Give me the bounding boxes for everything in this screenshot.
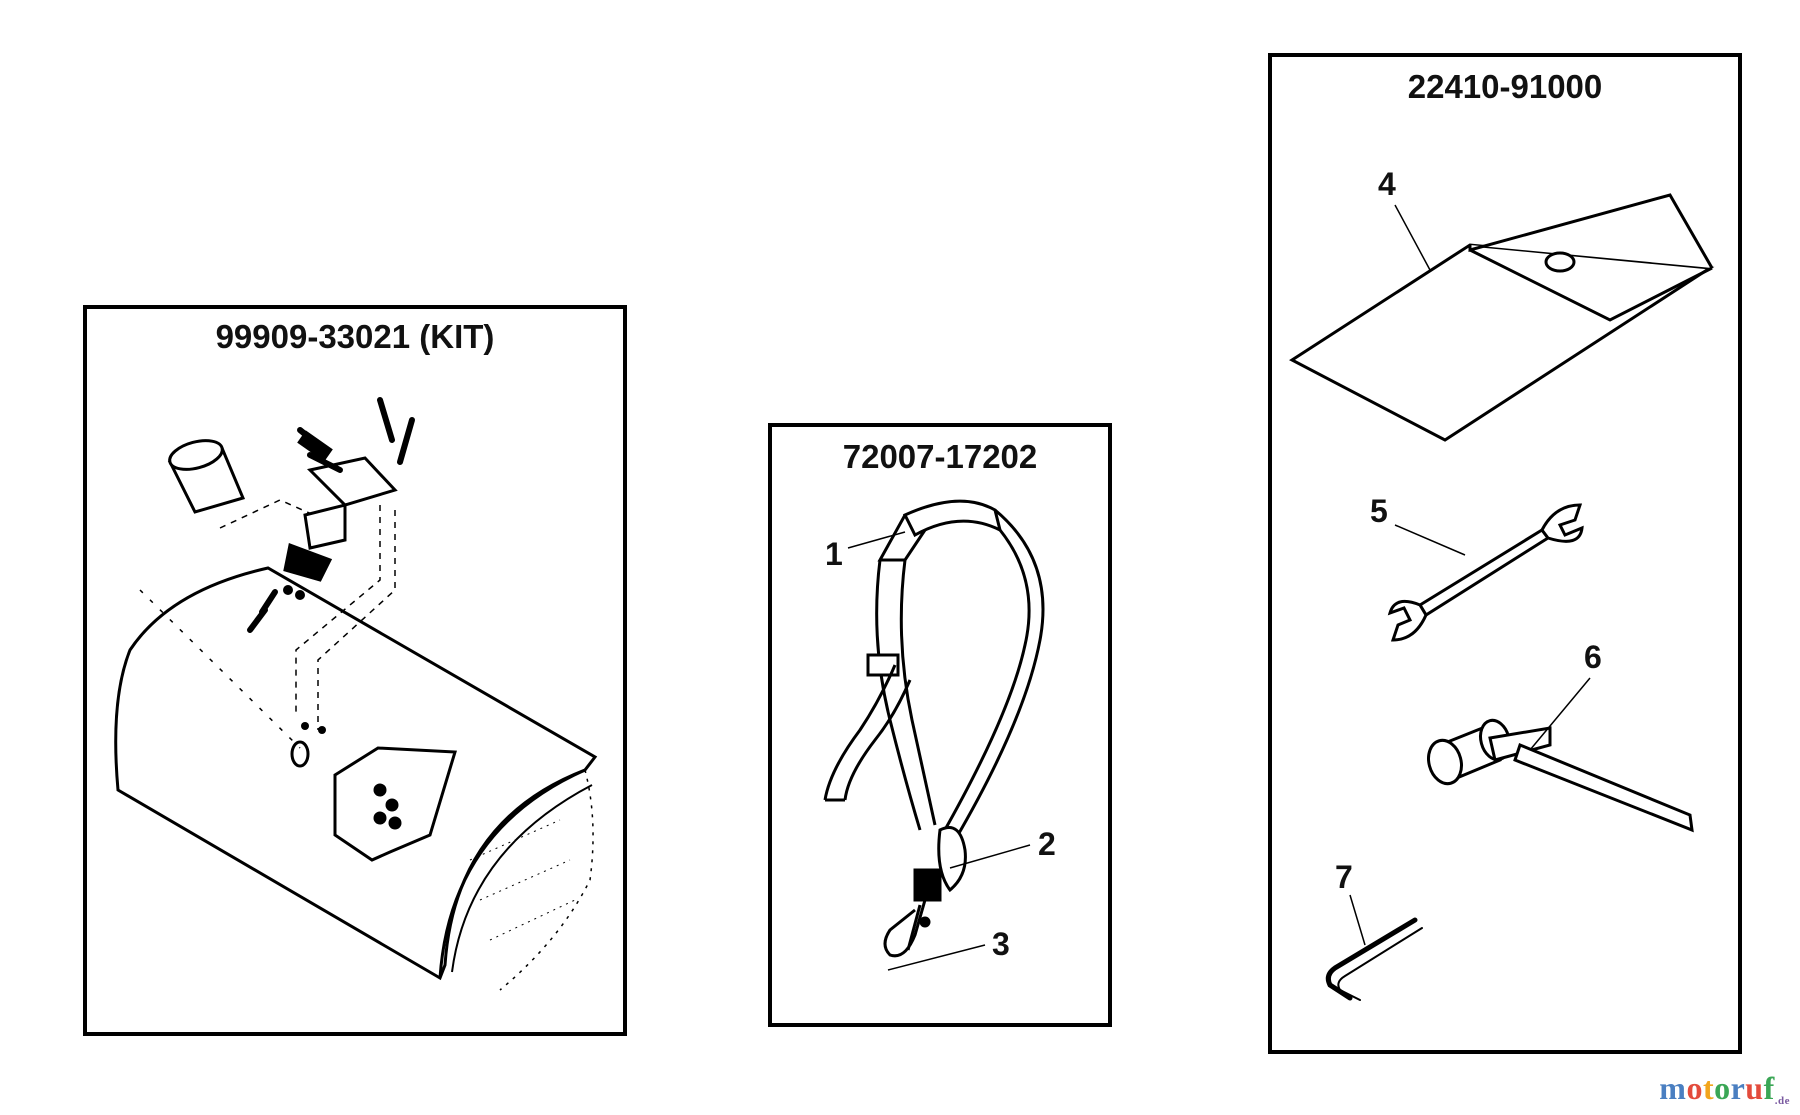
harness-callout-3: 3 xyxy=(992,926,1010,962)
tools-leaders xyxy=(1349,204,1591,946)
watermark-suffix: .de xyxy=(1774,1095,1790,1107)
watermark-letter: o xyxy=(1686,1070,1703,1106)
tools-panel-frame xyxy=(1268,53,1742,1054)
harness-callout-1: 1 xyxy=(825,536,843,572)
watermark-letter: r xyxy=(1730,1070,1746,1106)
kit-part-number: 99909-33021 (KIT) xyxy=(216,318,495,355)
watermark-letter: o xyxy=(1714,1070,1731,1106)
socket-wrench-illustration xyxy=(1427,718,1694,833)
tools-callout-5: 5 xyxy=(1370,493,1388,529)
tools-callout-4: 4 xyxy=(1378,166,1396,202)
kit-bracket-illustration xyxy=(283,430,398,582)
harness-panel-frame xyxy=(768,423,1112,1027)
wrench-illustration xyxy=(1387,503,1584,642)
tools-panel: 22410-91000 xyxy=(1268,53,1742,1054)
tools-part-number: 22410-91000 xyxy=(1408,68,1603,105)
watermark-letter: m xyxy=(1659,1070,1687,1106)
watermark-logo: motoruf.de xyxy=(1659,1070,1790,1107)
kit-panel: 99909-33021 (KIT) xyxy=(83,305,627,1036)
harness-illustration xyxy=(823,499,1045,971)
watermark-letter: t xyxy=(1702,1070,1715,1106)
hex-key-illustration xyxy=(1325,917,1423,1001)
kit-bolts xyxy=(247,397,415,734)
watermark-letter: f xyxy=(1763,1070,1775,1106)
harness-part-number: 72007-17202 xyxy=(843,438,1038,475)
tools-callout-7: 7 xyxy=(1335,859,1353,895)
watermark-letter: u xyxy=(1745,1070,1764,1106)
kit-sleeve-illustration xyxy=(167,439,246,514)
kit-panel-frame xyxy=(83,305,627,1036)
harness-panel: 72007-17202 xyxy=(768,423,1112,1027)
tool-bag-illustration xyxy=(1289,193,1715,442)
harness-callout-2: 2 xyxy=(1038,826,1056,862)
kit-guard-illustration xyxy=(114,499,598,991)
tools-callout-6: 6 xyxy=(1584,639,1602,675)
